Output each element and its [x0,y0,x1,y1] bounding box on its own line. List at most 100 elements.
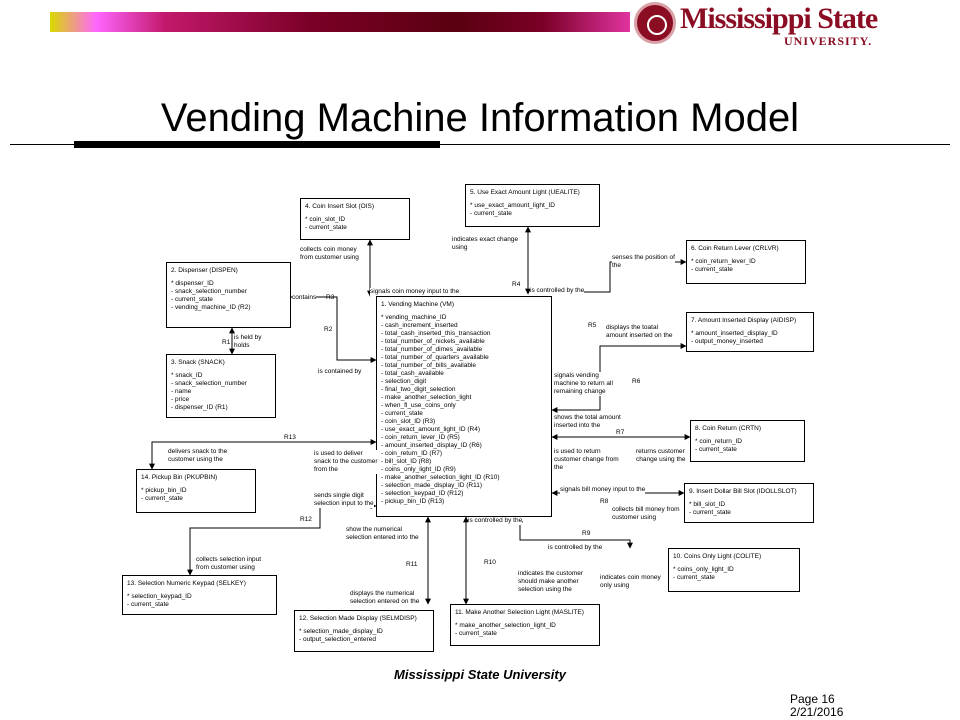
phrase-returns-change: returns customer change using the [636,448,686,464]
phrase-is-held-by: is held by holds [234,334,262,349]
class-attribute: - pickup_bin_ID (R13) [381,498,445,505]
phrase-is-used-return: is used to return customer change from t… [554,448,619,472]
phrase-collects-bill: collects bill money from customer using [612,506,680,522]
class-title: 13. Selection Numeric Keypad (SELKEY) [127,580,246,587]
class-attribute: - current_state [141,495,183,502]
title-rule-accent [74,141,440,148]
phrase-collects-selection: collects selection input from customer u… [196,556,262,572]
class-attribute: * bill_slot_ID [689,501,726,508]
phrase-is-controlled-r10: is controlled by the [468,517,523,525]
class-attribute: - current_state [127,601,169,608]
class-attribute: * amount_inserted_display_ID [691,330,778,337]
class-attribute: * selection_keypad_ID [127,593,192,600]
class-attribute: - current_state [689,509,731,516]
class-title: 5. Use Exact Amount Light (UEALITE) [470,189,580,196]
class-attribute: - snack_selection_number [171,380,247,387]
relation-label-r9: R9 [582,530,591,537]
relation-label-r13: R13 [284,434,296,441]
class-box-insert-dollar-bill-slot: 9. Insert Dollar Bill Slot (IDOLLSLOT) *… [684,483,814,523]
class-title: 2. Dispenser (DISPEN) [171,267,238,274]
page-number: Page 16 [790,692,835,706]
slide-title: Vending Machine Information Model [160,96,800,140]
class-attribute: - current_state [381,410,423,417]
class-attribute: - when_fl_use_coins_only [381,402,456,409]
class-title: 3. Snack (SNACK) [171,359,225,366]
class-box-make-another-selection-light: 11. Make Another Selection Light (MASLIT… [450,604,600,646]
class-attribute: - total_number_of_nickels_available [381,338,485,345]
class-attribute: - current_state [691,266,733,273]
phrase-is-used-deliver: is used to deliver snack to the customer… [314,450,378,474]
class-attribute: - amount_inserted_display_ID (R6) [381,442,482,449]
relation-label-r4: R4 [512,281,521,288]
class-attribute: * selection_made_display_ID [299,628,383,635]
header-color-stripe [50,12,630,32]
relation-label-r7: R7 [616,429,625,436]
phrase-is-controlled-r9: is controlled by the [548,544,603,552]
class-attribute: - selection_made_display_ID (R11) [381,482,483,489]
class-attribute: - coin_return_ID (R7) [381,450,443,457]
class-box-amount-inserted-display: 7. Amount Inserted Display (AIDISP) * am… [686,312,814,352]
class-attribute: * coin_return_lever_ID [691,258,756,265]
class-attribute: - current_state [673,574,715,581]
class-title: 9. Insert Dollar Bill Slot (IDOLLSLOT) [689,488,797,495]
relation-label-r2: R2 [324,326,333,333]
class-title: 6. Coin Return Lever (CRLVR) [691,245,779,252]
class-attribute: * dispenser_ID [171,280,214,287]
class-attribute: - total_cash_inserted_this_transaction [381,330,491,337]
relation-label-r6: R6 [632,378,641,385]
class-box-snack: 3. Snack (SNACK) * snack_ID - snack_sele… [166,354,276,418]
class-box-selection-made-display: 12. Selection Made Display (SELMDISP) * … [294,610,434,652]
class-box-dispenser: 2. Dispenser (DISPEN) * dispenser_ID - s… [166,262,291,328]
phrase-shows-total: shows the total amount inserted into the [554,414,621,430]
class-title: 12. Selection Made Display (SELMDISP) [299,615,417,622]
class-box-use-exact-amount-light: 5. Use Exact Amount Light (UEALITE) * us… [465,184,600,227]
phrase-displays-numerical: displays the numerical selection entered… [350,590,420,606]
class-box-coin-return-lever: 6. Coin Return Lever (CRLVR) * coin_retu… [686,240,806,284]
class-attribute: - use_exact_amount_light_ID (R4) [381,426,480,433]
class-attribute: - current_state [695,446,737,453]
university-logo: Mississippi State UNIVERSITY. [634,2,944,50]
phrase-collects-coin: collects coin money from customer using [300,246,359,262]
class-box-selection-numeric-keypad: 13. Selection Numeric Keypad (SELKEY) * … [122,575,277,615]
class-attribute: - final_two_digit_selection [381,386,456,393]
class-attribute: * vending_machine_ID [381,314,447,321]
phrase-indicates-coin: indicates coin money only using [600,574,661,590]
class-attribute: - cash_increment_inserted [381,322,458,329]
class-title: 7. Amount Inserted Display (AIDISP) [691,317,797,324]
relation-label-r3: R3 [326,294,335,301]
phrase-sends-digit: sends single digit selection input to th… [314,492,374,508]
phrase-indicates-exact: indicates exact change using [452,236,519,252]
class-attribute: - current_state [171,296,213,303]
footer-university: Mississippi State University [394,667,566,682]
phrase-is-controlled-r4: is controlled by the [530,287,585,295]
class-title: 10. Coins Only Light (COLITE) [673,553,762,560]
phrase-senses-position: senses the position of the [612,254,675,270]
class-attribute: - bill_slot_ID (R8) [381,458,432,465]
class-attribute: - selection_digit [381,378,427,385]
class-attribute: - total_cash_available [381,370,444,377]
relation-label-r8: R8 [600,498,609,505]
class-attribute: * coin_return_ID [695,438,742,445]
title-rule [10,144,950,145]
class-attribute: - name [171,388,192,395]
page-info: Page 16 2/21/2016 [790,693,843,719]
phrase-indicates-another: indicates the customer should make anoth… [518,570,584,594]
phrase-signals-bill: signals bill money input to the [560,486,646,494]
class-attribute: * make_another_selection_light_ID [455,622,556,629]
class-attribute: - output_money_inserted [691,338,763,345]
class-attribute: - coin_slot_ID (R3) [381,418,436,425]
class-attribute: * coins_only_light_ID [673,566,734,573]
class-box-pickup-bin: 14. Pickup Bin (PKUPBIN) * pickup_bin_ID… [136,469,256,513]
page-date: 2/21/2016 [790,705,844,719]
class-attribute: - output_selection_entered [299,636,376,643]
class-title: 4. Coin Insert Slot (OIS) [305,203,374,210]
class-attribute: - coin_return_lever_ID (R5) [381,434,460,441]
class-attribute: - make_another_selection_light [381,394,472,401]
phrase-contains: contains [292,294,317,302]
class-box-vending-machine: 1. Vending Machine (VM) * vending_machin… [376,296,552,517]
class-attribute: - current_state [470,210,512,217]
class-title: 11. Make Another Selection Light (MASLIT… [455,609,584,616]
relation-label-r1: R1 [222,339,231,346]
relation-label-r5: R5 [588,322,597,329]
